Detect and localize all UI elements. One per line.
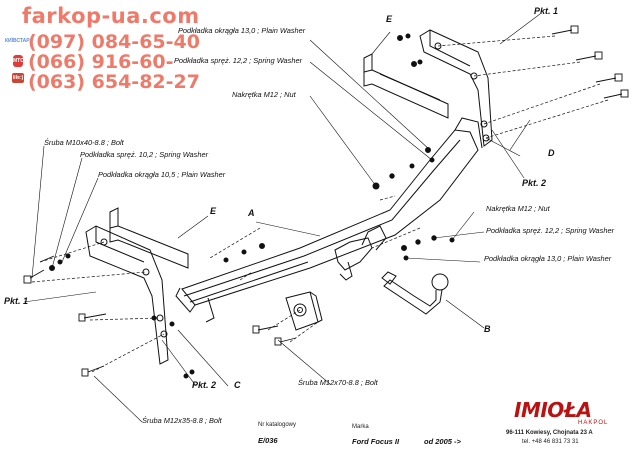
bracket-e-left [109, 207, 189, 269]
label-nut-top: Nakrętka M12 ; Nut [232, 90, 296, 99]
label-bolt-m10: Śruba M10x40-8.8 ; Bolt [44, 138, 124, 147]
label-bolt-m12x70: Śruba M12x70-8.8 ; Bolt [298, 378, 378, 387]
kyivstar-icon: КИЇВСТАР [5, 38, 30, 44]
company-phone: tel. +48 46 831 73 31 [522, 439, 579, 445]
label-washer13-right: Podkładka okrągła 13,0 ; Plain Washer [484, 254, 612, 263]
tag-pkt2-bottom: Pkt. 2 [192, 380, 217, 390]
catalog-label: Nr katalogowy [258, 422, 297, 428]
year-value: od 2005 -> [424, 437, 461, 446]
tag-e-top: E [386, 14, 393, 24]
brand-value: Ford Focus II [352, 437, 400, 446]
tag-e-left: E [210, 206, 217, 216]
label-washer13-top: Podkładka okrągła 13,0 ; Plain Washer [178, 26, 306, 35]
label-nut-right: Nakrętka M12 ; Nut [486, 204, 550, 213]
mts-icon: МТС [13, 55, 24, 67]
tag-d: D [548, 148, 555, 158]
life-icon: life:) [12, 73, 24, 83]
bolts-top-right [551, 25, 629, 99]
tag-pkt2-right: Pkt. 2 [522, 178, 547, 188]
tag-a: A [248, 208, 255, 218]
plate-c [85, 225, 169, 365]
company-logo: IMIOŁA [514, 398, 592, 422]
company-sub: HAKPOL [578, 420, 609, 426]
brand-label: Marka [352, 424, 369, 430]
watermark-phone-3: (063) 654-82-27 [28, 71, 200, 93]
label-spring12-right: Podkładka spręż. 12,2 ; Spring Washer [486, 226, 615, 235]
label-leaders [23, 13, 541, 423]
bracket-e-top [363, 53, 449, 119]
nuts-washers-left [49, 243, 265, 379]
tag-b: B [484, 324, 491, 334]
label-bolt-m12x35: Śruba M12x35-8.8 ; Bolt [142, 416, 222, 425]
watermark-site: farkop-ua.com [22, 4, 200, 28]
tag-pkt1-left: Pkt. 1 [4, 296, 29, 306]
label-spring12-top: Podkładka spręż. 12,2 ; Spring Washer [174, 56, 303, 65]
tag-pkt1-top: Pkt. 1 [534, 6, 559, 16]
towball-b [381, 271, 449, 315]
nuts-washers-right [401, 235, 455, 261]
dash-lines [31, 35, 609, 373]
plate-d [419, 29, 493, 147]
label-washer105: Podkładka okrągła 10,5 ; Plain Washer [98, 170, 226, 179]
tag-c: C [234, 380, 241, 390]
socket-plate [285, 291, 323, 331]
catalog-value: E/036 [258, 436, 278, 445]
watermark-phone-2: (066) 916-60- [28, 51, 174, 73]
label-spring10: Podkładka spręż. 10,2 ; Spring Washer [80, 150, 209, 159]
company-address: 96-111 Kowiesy, Chojnata 23 A [506, 430, 593, 436]
watermark-phone-1: (097) 084-65-40 [28, 31, 200, 53]
bolts-left [23, 255, 297, 377]
crossbar-a [175, 117, 483, 323]
